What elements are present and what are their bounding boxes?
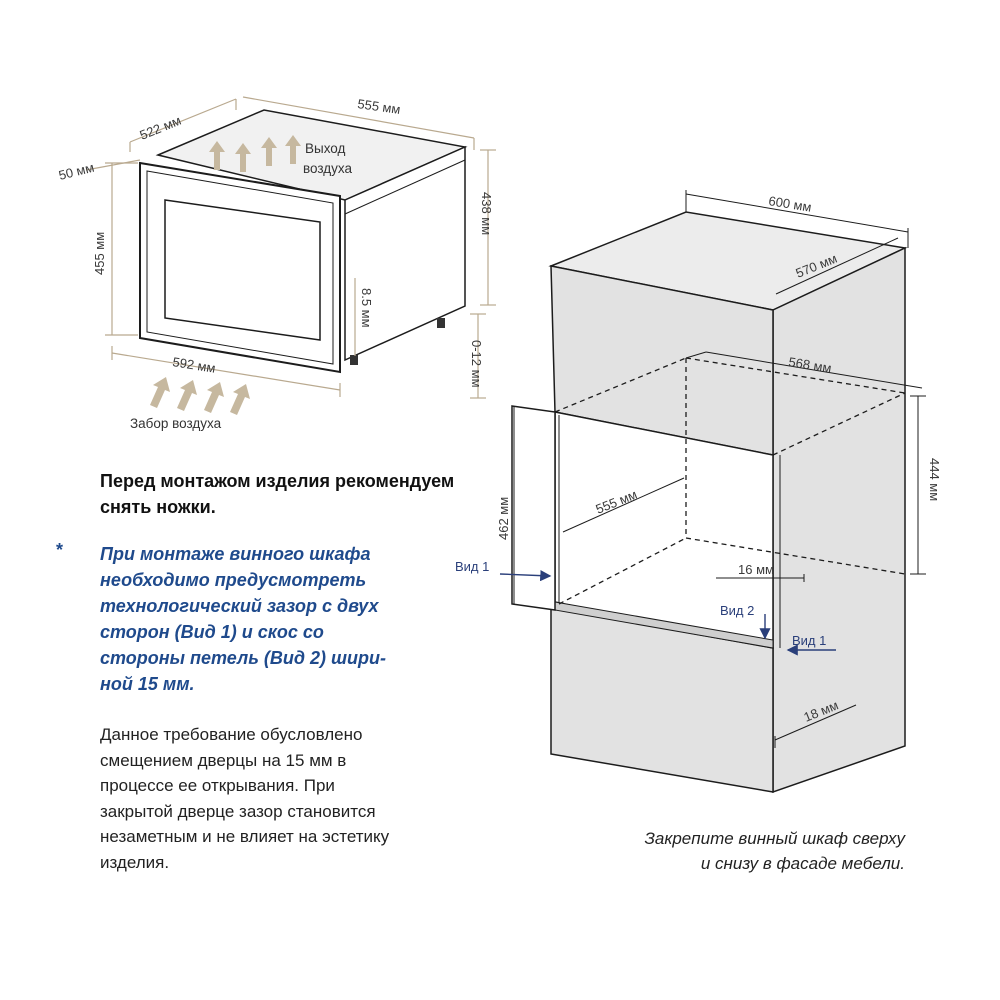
- dim-height: 455 мм: [92, 232, 107, 275]
- appliance-drawing: 522 мм 555 мм 50 мм 455 мм 438 мм 8.5 мм…: [57, 96, 496, 431]
- installation-note: При монтаже винного шкафа необходимо пре…: [100, 544, 387, 694]
- air-out-label: Выход воздуха: [303, 141, 352, 176]
- dim-front-height: 462 мм: [496, 497, 511, 540]
- air-out-line-2: воздуха: [303, 161, 352, 176]
- dim-cabinet-width: 600 мм: [768, 193, 813, 215]
- view2-label: Вид 2: [720, 603, 754, 618]
- dim-feet: 0-12 мм: [469, 340, 484, 388]
- air-out-line-1: Выход: [305, 141, 346, 156]
- view1-right-label: Вид 1: [792, 633, 826, 648]
- air-in-label: Забор воздуха: [130, 416, 222, 431]
- dim-16: 16 мм: [738, 562, 774, 577]
- fixing-instruction: Закрепите винный шкаф сверху и снизу в ф…: [644, 829, 905, 873]
- dim-gap: 8.5 мм: [359, 288, 374, 328]
- dim-niche-height: 444 мм: [927, 458, 942, 501]
- dim-niche-width: 568 мм: [788, 354, 833, 376]
- dim-top-width: 555 мм: [357, 96, 402, 117]
- explanation-text: Данное требование обусловлено смещением …: [100, 725, 390, 872]
- dim-bottom-width: 592 мм: [172, 354, 217, 376]
- warning-text: Перед монтажом изделия рекомендуем снять…: [100, 471, 455, 517]
- note-asterisk: *: [56, 540, 64, 560]
- dim-body-height: 438 мм: [479, 192, 494, 235]
- view1-left-label: Вид 1: [455, 559, 489, 574]
- cabinet-drawing: 600 мм 570 мм 568 мм 444 мм 555 мм 462 м…: [455, 190, 942, 794]
- dim-door: 50 мм: [57, 160, 96, 183]
- dim-top-depth: 522 мм: [138, 113, 184, 143]
